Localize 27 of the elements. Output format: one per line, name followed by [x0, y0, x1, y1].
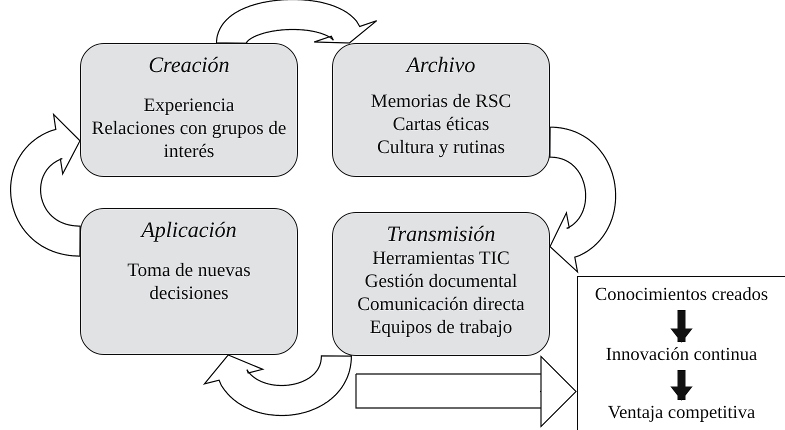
process-box	[80, 43, 298, 177]
box-text: Toma de nuevas decisiones	[126, 259, 252, 305]
box-text: Cartas éticas	[392, 113, 490, 136]
result-text: Innovación continua	[578, 343, 785, 367]
result-text: Conocimientos creados	[578, 283, 785, 307]
result-text: Ventaja competitiva	[578, 401, 785, 425]
result-panel	[577, 276, 785, 430]
process-box	[332, 212, 550, 356]
box-text: Equipos de trabajo	[368, 316, 514, 339]
curved-block-arrow	[549, 126, 616, 274]
box-heading: Archivo	[404, 52, 476, 78]
curved-block-arrow	[202, 354, 352, 416]
process-box	[80, 208, 298, 355]
box-text: Herramientas TIC	[371, 247, 511, 270]
curved-block-arrow	[10, 112, 81, 257]
block-arrow	[355, 356, 577, 428]
box-heading: Creación	[147, 52, 231, 78]
box-text: Relaciones con grupos de interés	[90, 117, 288, 163]
box-text: Memorias de RSC	[370, 90, 512, 113]
box-text: Comunicación directa	[356, 293, 526, 316]
box-text: Gestión documental	[364, 270, 518, 293]
process-box	[332, 43, 550, 177]
box-text: Experiencia	[142, 94, 236, 117]
curved-block-arrow	[216, 0, 378, 44]
box-heading: Transmisión	[386, 221, 496, 247]
box-text: Cultura y rutinas	[376, 136, 506, 159]
box-heading: Aplicación	[139, 217, 238, 243]
